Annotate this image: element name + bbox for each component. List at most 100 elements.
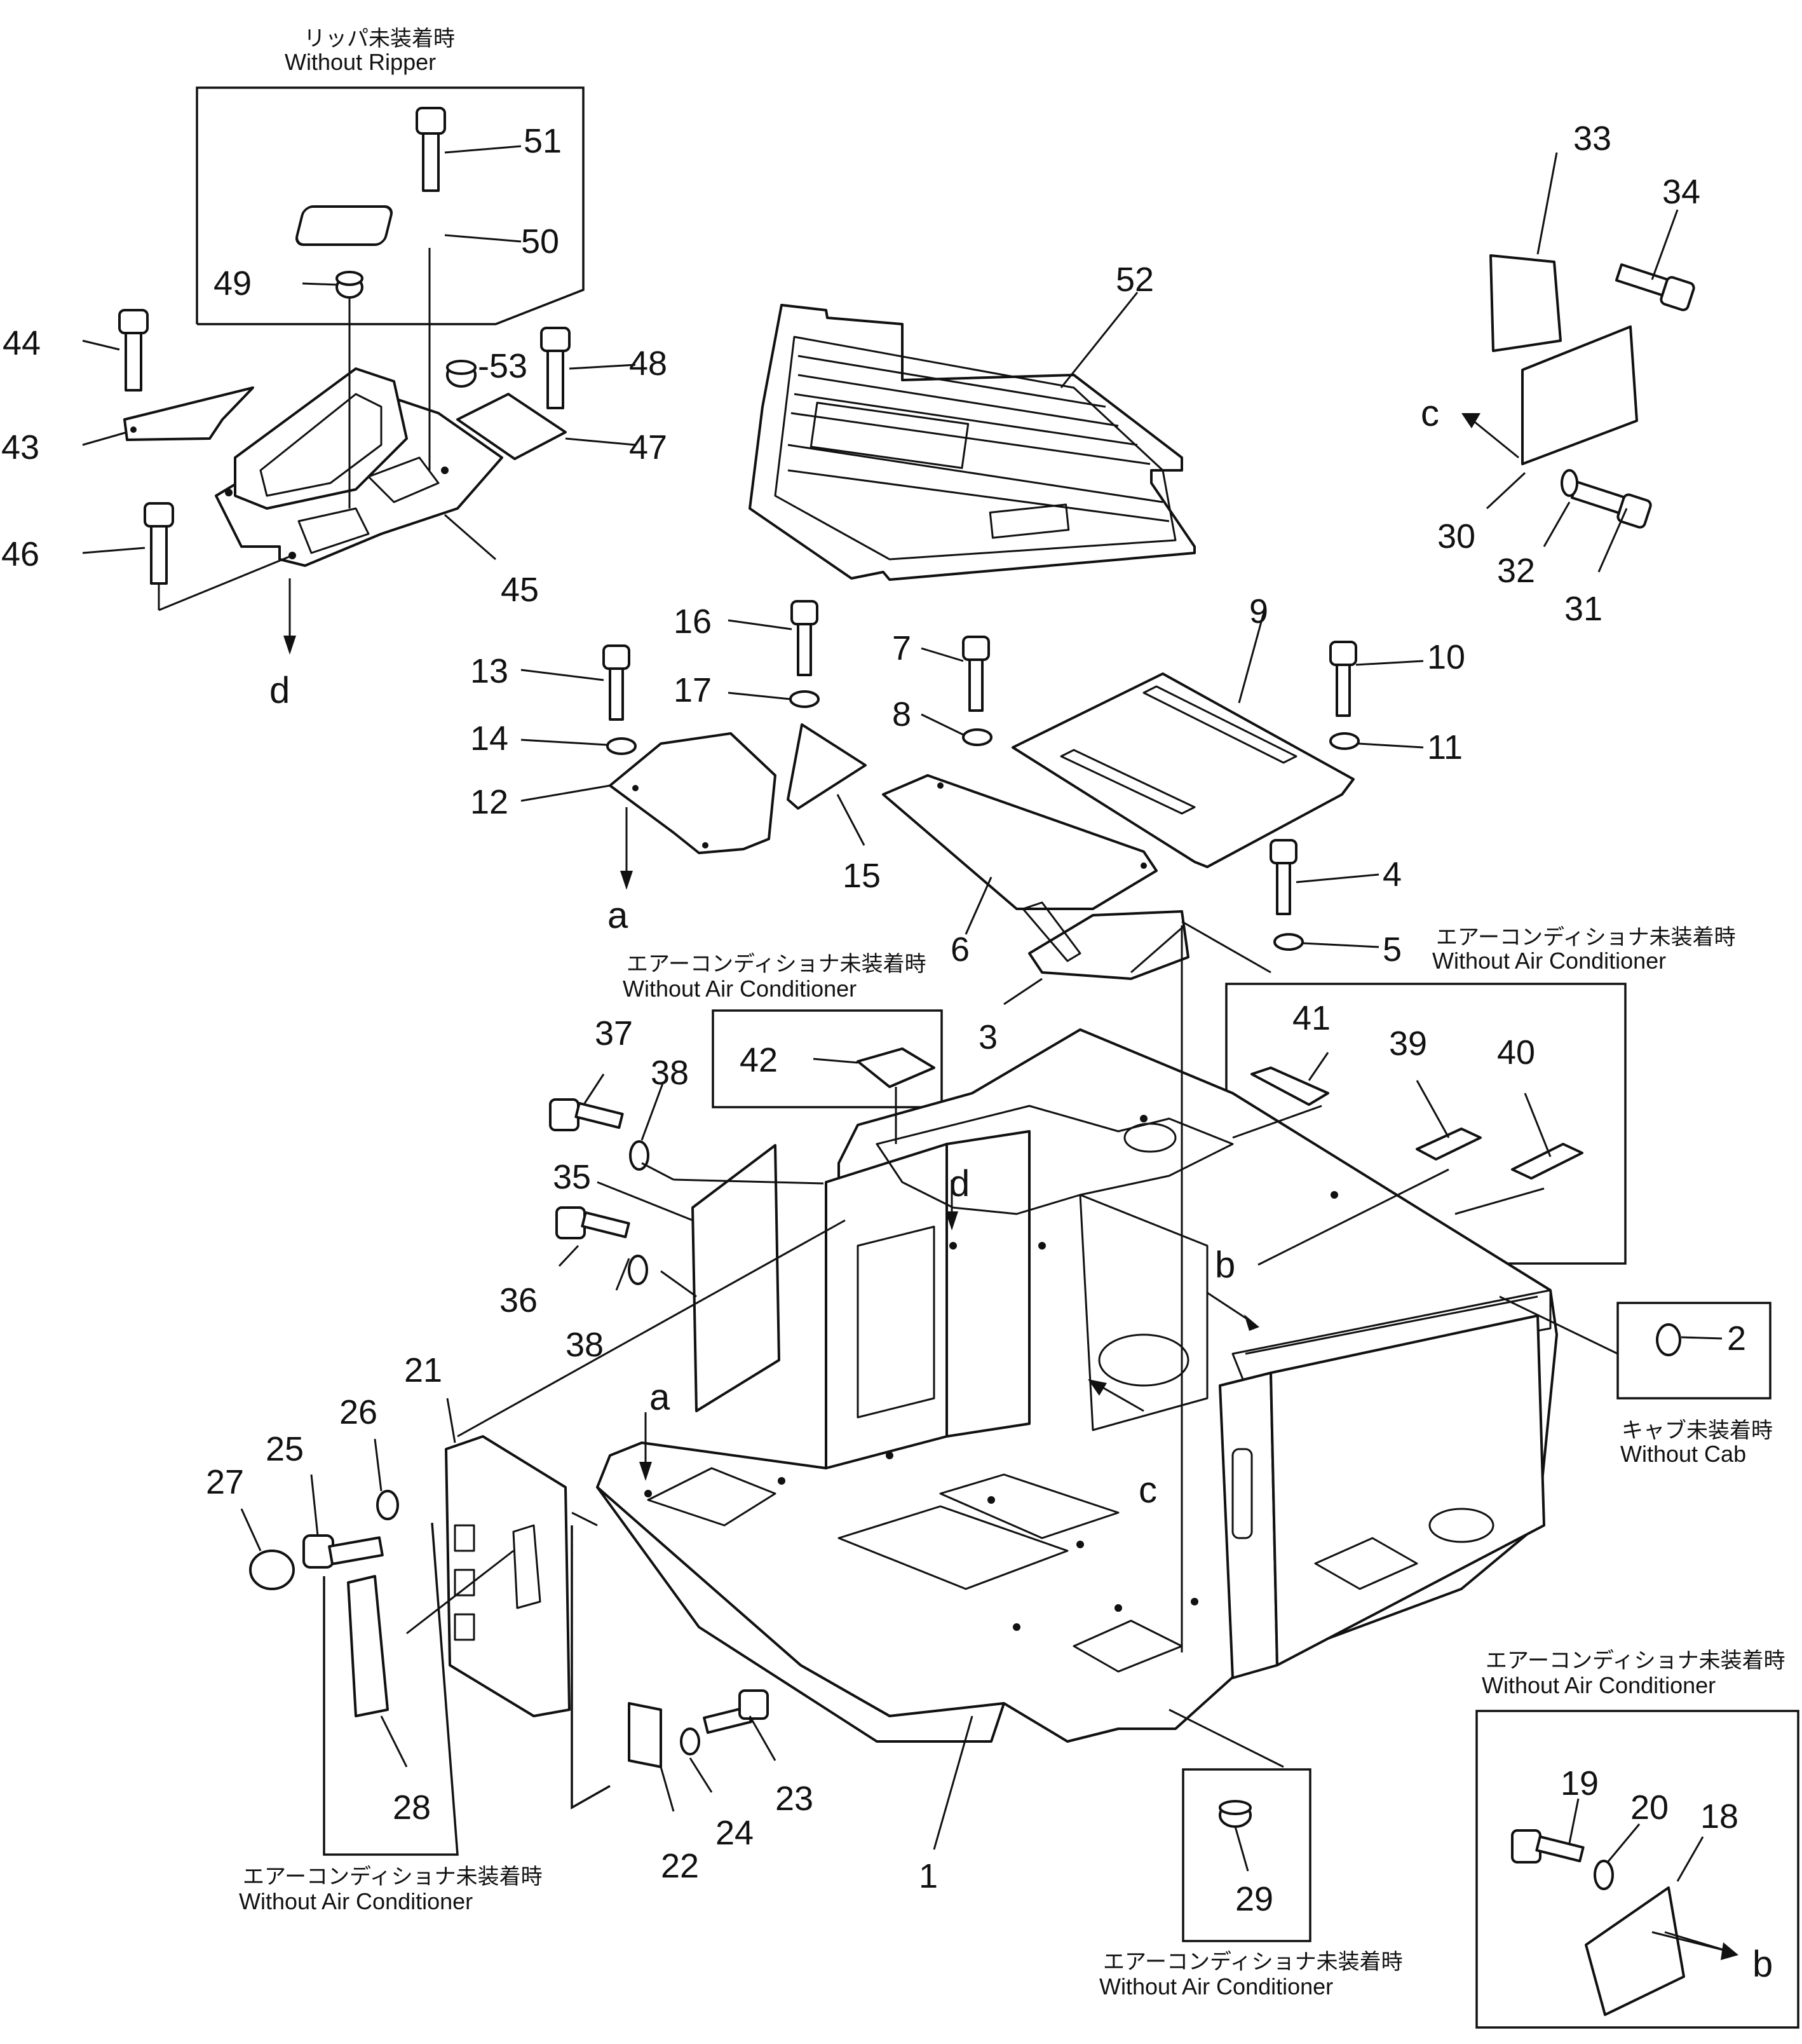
ref-letter-b-mid: b — [1215, 1244, 1235, 1286]
bolt-part-46 — [144, 502, 174, 585]
callout-35: 35 — [553, 1158, 591, 1196]
cover-plate-part-12 — [609, 732, 776, 854]
option-box-without-ac-center — [712, 1009, 943, 1108]
reference-arrows — [283, 413, 1738, 1960]
washer-part-11 — [1329, 732, 1360, 750]
grille-part-28 — [347, 1575, 389, 1717]
leader-lines — [82, 145, 1729, 1952]
socket-part-22 — [628, 1702, 662, 1768]
plate-part-47 — [456, 393, 567, 460]
bracket-part-3 — [1022, 901, 1189, 980]
washer-part-26 — [376, 1490, 399, 1520]
cap-part-29 — [1219, 1800, 1252, 1828]
cap-part-49 — [335, 271, 363, 299]
bolt-part-25 — [302, 1534, 384, 1569]
vent-part-40 — [1511, 1143, 1583, 1180]
side-cover-part-21 — [445, 1435, 571, 1717]
bolt-part-44 — [118, 309, 149, 392]
caption-without-ac-bottom-left-en: Without Air Conditioner — [239, 1888, 473, 1914]
ref-letter-c-top: c — [1421, 393, 1439, 434]
callout-27: 27 — [206, 1463, 244, 1501]
washer-part-38b — [628, 1255, 648, 1285]
callout-50: 50 — [521, 222, 559, 261]
callout-34: 34 — [1662, 173, 1700, 211]
caption-without-ac-bottom-center-jp: エアーコンディショナ未装着時 — [1103, 1950, 1403, 1974]
vent-part-42 — [857, 1047, 935, 1088]
plate-part-50 — [295, 205, 393, 246]
ref-letter-a-mid: a — [649, 1377, 670, 1418]
plate-part-43 — [123, 386, 254, 441]
ref-letter-d-mid: d — [949, 1163, 970, 1204]
callout-52: 52 — [1116, 261, 1154, 299]
option-box-without-ac-bottom-right — [1475, 1710, 1799, 2029]
option-box-without-ac-bottom-center — [1182, 1768, 1311, 1942]
callout-14: 14 — [470, 719, 508, 758]
bolt-part-31 — [1570, 480, 1652, 529]
reference-letters: d a c d a b c b — [269, 393, 1773, 1985]
bolt-part-34 — [1615, 263, 1695, 311]
callout-44: 44 — [3, 324, 41, 362]
plug-part-2 — [1656, 1323, 1681, 1356]
callout-53: -53 — [478, 347, 527, 385]
callout-45: 45 — [501, 571, 539, 609]
callout-8: 8 — [892, 695, 911, 733]
bolt-part-48 — [540, 327, 571, 409]
callout-9: 9 — [1249, 592, 1268, 630]
bolt-part-36 — [555, 1206, 630, 1239]
bolt-part-10 — [1329, 641, 1357, 717]
callout-1: 1 — [919, 1857, 938, 1895]
vent-part-41 — [1250, 1066, 1329, 1106]
caption-without-cab-jp: キャブ未装着時 — [1622, 1419, 1773, 1443]
plate-part-30 — [1521, 325, 1638, 465]
callout-2: 2 — [1727, 1319, 1746, 1358]
callout-4: 4 — [1383, 855, 1402, 894]
cover-plate-part-9 — [1012, 672, 1355, 868]
callout-26: 26 — [339, 1393, 377, 1431]
callout-17: 17 — [674, 671, 712, 709]
captions: リッパ未装着時 Without Ripper エアーコンディショナ未装着時 Wi… — [239, 27, 1785, 2000]
callout-29: 29 — [1235, 1880, 1273, 1918]
washer-part-38a — [629, 1140, 649, 1171]
callout-22: 22 — [661, 1847, 699, 1885]
callout-18: 18 — [1700, 1797, 1738, 1836]
plate-part-18 — [1585, 1886, 1685, 2016]
callout-11: 11 — [1427, 728, 1463, 766]
callout-42: 42 — [740, 1041, 778, 1079]
washer-part-32 — [1561, 469, 1578, 497]
caption-without-ripper-jp: リッパ未装着時 — [304, 27, 455, 51]
caption-without-cab-en: Without Cab — [1620, 1441, 1746, 1467]
callout-5: 5 — [1383, 930, 1402, 969]
ripper-cover-assembly — [215, 367, 503, 567]
caption-without-ac-center-jp: エアーコンディショナ未装着時 — [627, 952, 926, 976]
caption-without-ac-bottom-left-jp: エアーコンディショナ未装着時 — [243, 1865, 543, 1889]
callout-46: 46 — [1, 535, 39, 573]
callout-10: 10 — [1427, 638, 1465, 676]
caption-without-ac-center-en: Without Air Conditioner — [623, 976, 857, 1002]
callout-31: 31 — [1564, 590, 1602, 628]
callout-13: 13 — [470, 652, 508, 690]
caption-without-ripper-en: Without Ripper — [285, 49, 436, 75]
callout-39: 39 — [1389, 1025, 1427, 1063]
caption-without-ac-bottom-right-jp: エアーコンディショナ未装着時 — [1486, 1649, 1785, 1673]
bolt-part-7 — [962, 636, 990, 712]
caption-without-ac-right-jp: エアーコンディショナ未装着時 — [1436, 925, 1736, 950]
washer-part-20 — [1594, 1860, 1614, 1890]
callout-15: 15 — [843, 857, 881, 895]
callout-48: 48 — [629, 344, 667, 383]
ref-letter-c-mid: c — [1139, 1469, 1157, 1511]
cap-part-27 — [249, 1550, 295, 1590]
bolt-part-37 — [549, 1098, 624, 1131]
option-box-without-cab — [1616, 1302, 1772, 1400]
callout-47: 47 — [629, 428, 667, 467]
callout-41: 41 — [1292, 999, 1331, 1037]
caption-without-ac-bottom-center-en: Without Air Conditioner — [1099, 1973, 1333, 2000]
callout-51: 51 — [524, 122, 562, 160]
washer-part-24 — [680, 1727, 700, 1755]
side-plate-part-35 — [691, 1144, 780, 1412]
washer-part-17 — [789, 690, 820, 708]
callout-24: 24 — [715, 1814, 754, 1852]
washer-part-14 — [606, 737, 637, 755]
callout-20: 20 — [1630, 1788, 1669, 1827]
main-frame-part-1 — [596, 1028, 1558, 1743]
bolt-part-23 — [703, 1689, 769, 1734]
